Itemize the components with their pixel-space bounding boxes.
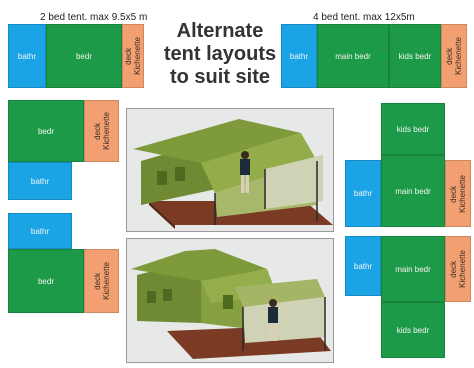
deck-label: deck bbox=[92, 122, 102, 140]
kitchenette-label: Kichenette bbox=[101, 112, 111, 150]
room-label: bathr bbox=[17, 51, 37, 61]
deck-label: deck bbox=[449, 185, 458, 202]
room-bathroom: bathr bbox=[281, 24, 317, 88]
room-label: kids bedr bbox=[396, 124, 430, 134]
kitchenette-label: Kichenette bbox=[133, 37, 142, 75]
room-label: bathr bbox=[30, 226, 50, 236]
room-label: main bedr bbox=[395, 264, 431, 274]
room-label: bathr bbox=[353, 261, 373, 271]
deck-label: deck bbox=[449, 260, 458, 278]
kitchenette-label: Kichenette bbox=[458, 250, 467, 288]
tent-illustration bbox=[127, 239, 333, 362]
room-bathroom: bathr bbox=[8, 24, 46, 88]
room-label: bedr bbox=[37, 126, 54, 136]
room-bathroom: bathr bbox=[345, 236, 381, 296]
room-bedroom: bedr bbox=[46, 24, 122, 88]
tent2-caption: 2 bed tent. max 9.5x5 m bbox=[40, 12, 148, 23]
deck-label: deck bbox=[92, 272, 102, 290]
room-label: kids bedr bbox=[396, 325, 430, 335]
room-label: bedr bbox=[37, 276, 54, 286]
kitchenette-label: Kichenette bbox=[101, 262, 111, 300]
room-bedroom: bedr bbox=[8, 249, 84, 313]
room-label: kids bedr bbox=[398, 51, 432, 61]
tent4-caption: 4 bed tent. max 12x5m bbox=[313, 12, 415, 23]
room-bathroom: bathr bbox=[345, 160, 381, 227]
tent-illustration bbox=[127, 109, 333, 231]
room-label: main bedr bbox=[335, 51, 371, 61]
room-bathroom: bathr bbox=[8, 162, 72, 200]
room-kids-bedroom: kids bedr bbox=[389, 24, 441, 88]
kitchenette-label: Kichenette bbox=[458, 174, 467, 213]
room-bathroom: bathr bbox=[8, 213, 72, 249]
room-main-bedroom: main bedr bbox=[381, 236, 445, 302]
room-label: main bedr bbox=[395, 186, 431, 196]
room-label: bathr bbox=[289, 51, 309, 61]
room-label: bathr bbox=[353, 189, 373, 198]
tent-render-gable bbox=[126, 108, 334, 232]
kitchenette-label: Kichenette bbox=[454, 37, 463, 75]
room-label: bathr bbox=[30, 176, 50, 186]
room-bedroom: bedr bbox=[8, 100, 84, 162]
room-main-bedroom: main bedr bbox=[381, 155, 445, 227]
room-kids-bedroom: kids bedr bbox=[381, 103, 445, 155]
room-kids-bedroom: kids bedr bbox=[381, 302, 445, 358]
deck-label: deck bbox=[124, 47, 133, 65]
room-main-bedroom: main bedr bbox=[317, 24, 389, 88]
tent-render-hip bbox=[126, 238, 334, 363]
room-label: bedr bbox=[75, 51, 92, 61]
deck-label: deck bbox=[445, 47, 454, 65]
page-title: Alternate tent layouts to suit site bbox=[163, 20, 277, 88]
